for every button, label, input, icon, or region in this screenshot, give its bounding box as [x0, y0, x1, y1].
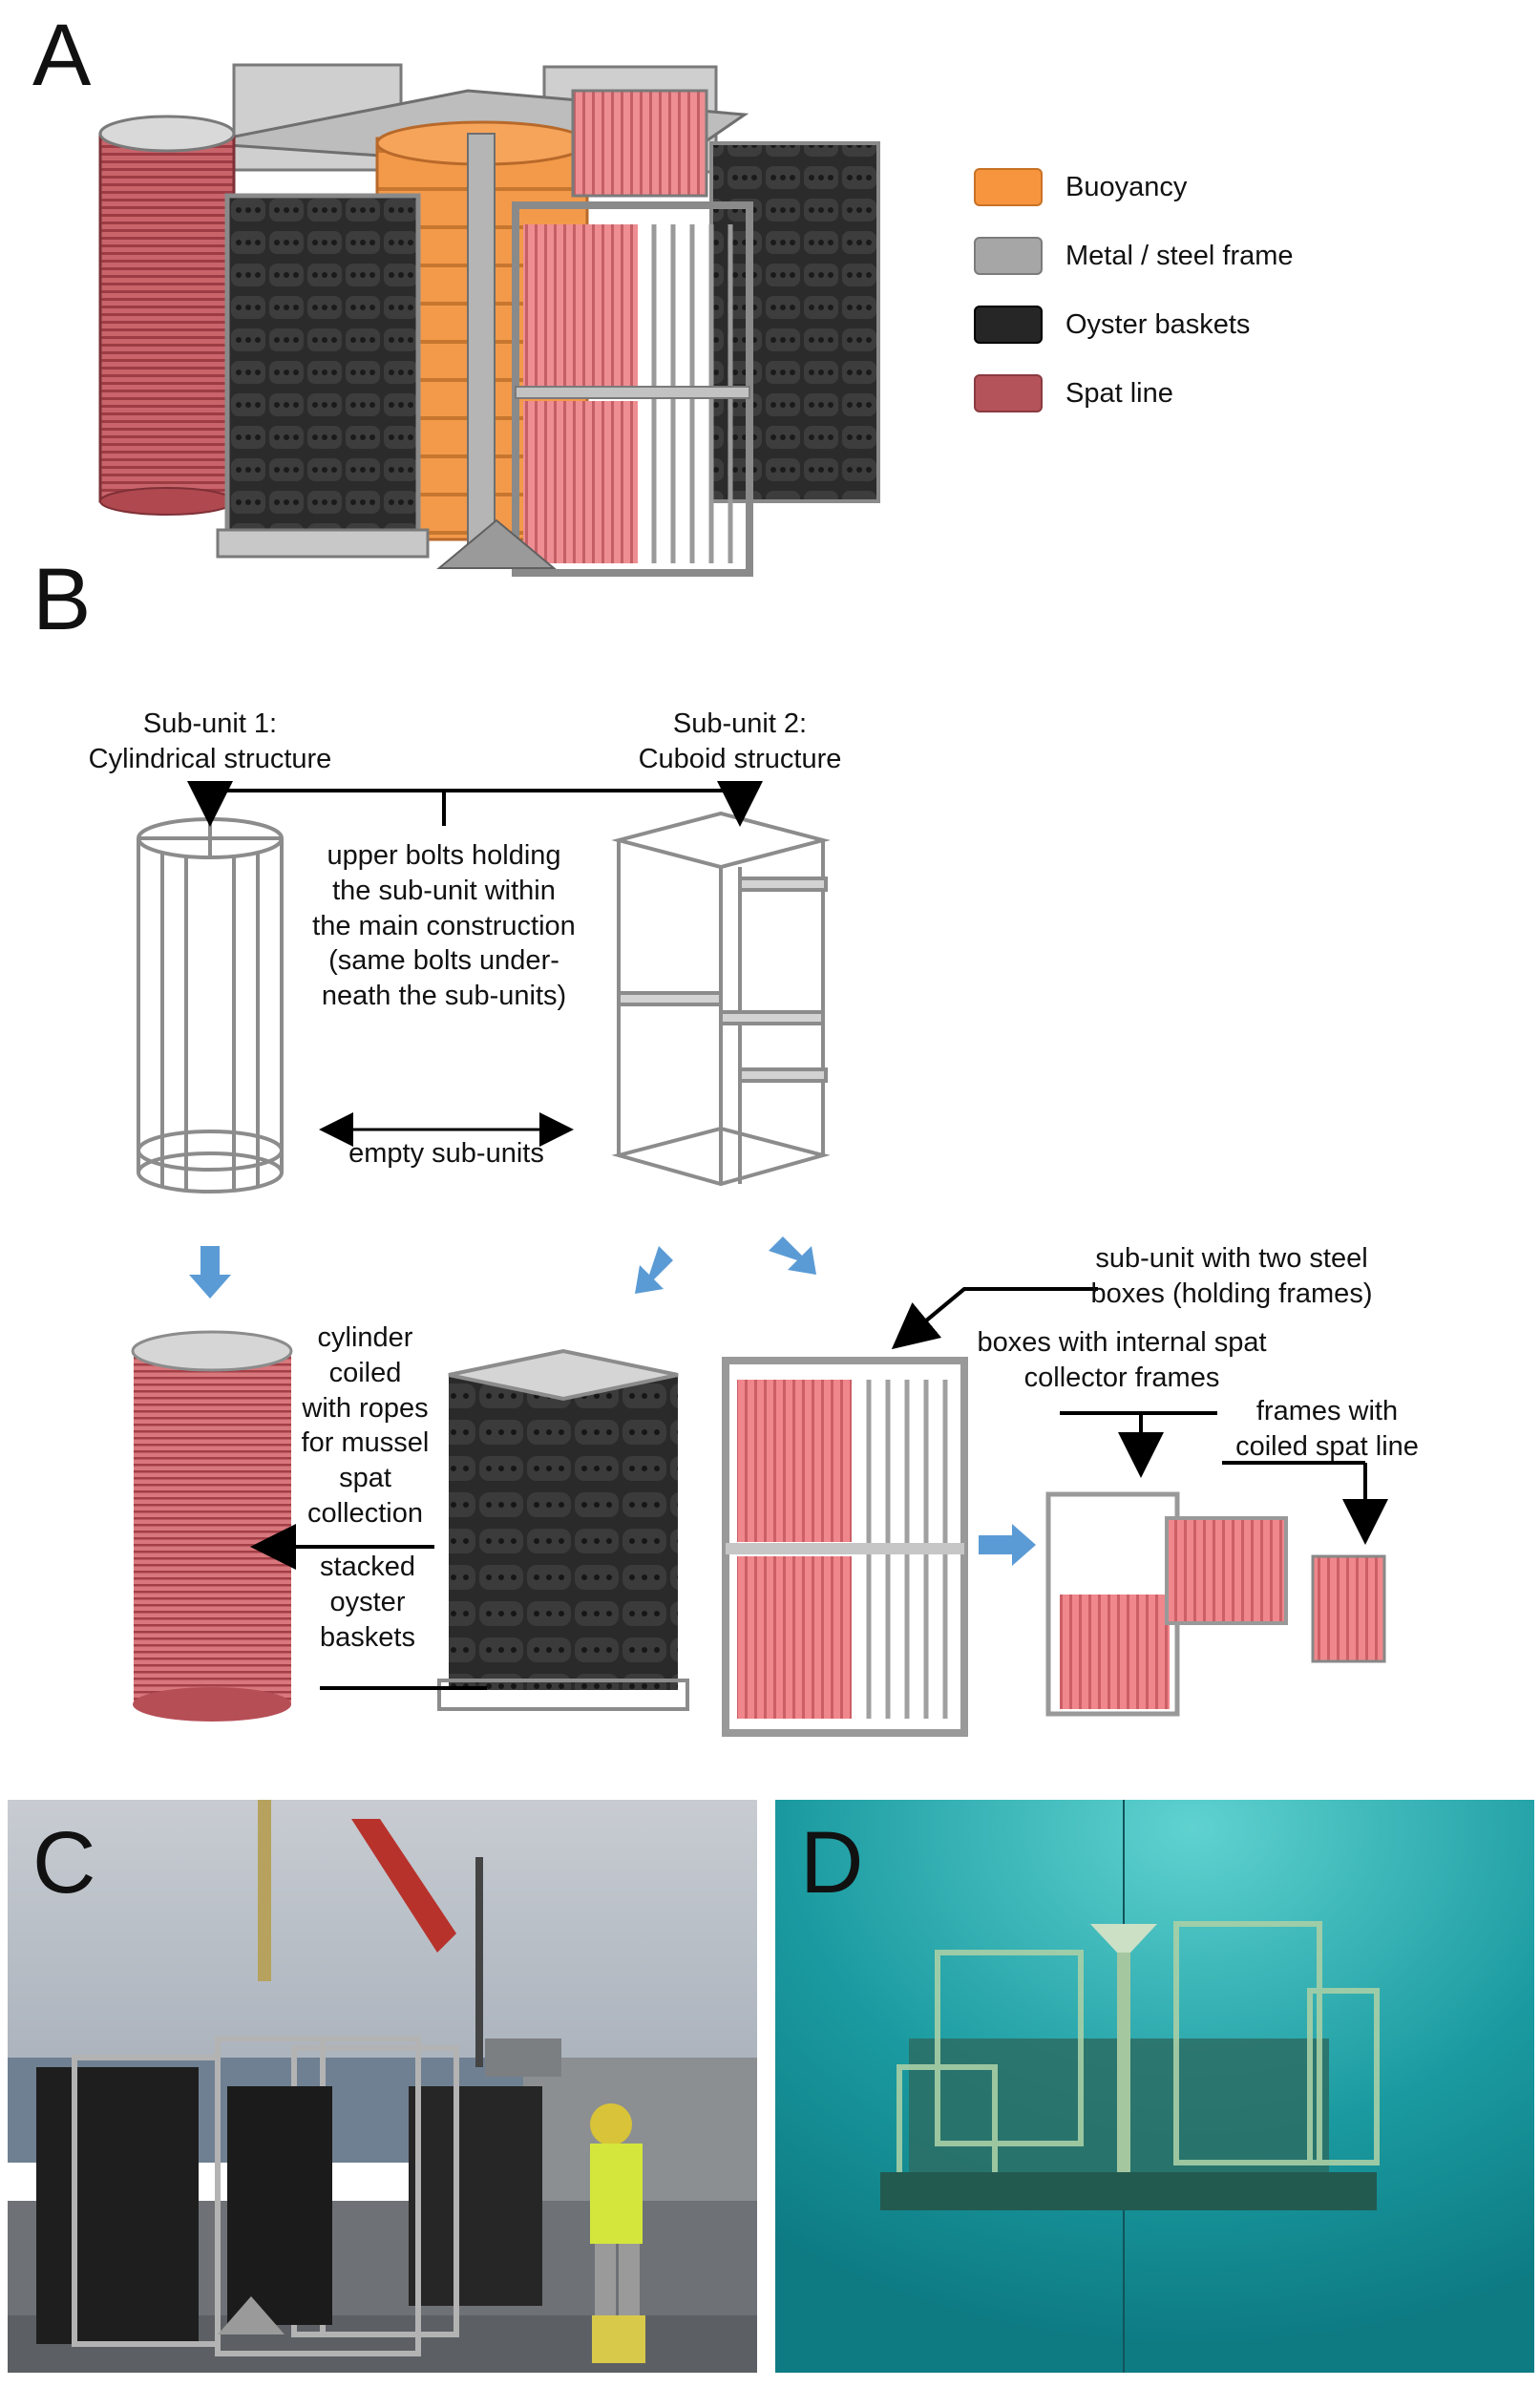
exploded-boxes [1045, 1491, 1386, 1717]
legend: Buoyancy Metal / steel frame Oyster bask… [974, 153, 1294, 428]
label-subunit-1: Sub-unit 1: Cylindrical structure [88, 708, 332, 774]
label-stacked-baskets: stacked oyster baskets [320, 1552, 415, 1653]
empty-cylinder [137, 817, 284, 1194]
legend-label: Spat line [1065, 377, 1173, 409]
legend-swatch [974, 237, 1043, 275]
legend-item-steel-frame: Metal / steel frame [974, 222, 1294, 290]
legend-item-buoyancy: Buoyancy [974, 153, 1294, 222]
label-steel-boxes: sub-unit with two steel boxes (holding f… [1090, 1243, 1373, 1309]
label-cylinder-ropes: cylinder coiled with ropes for mussel sp… [301, 1322, 430, 1530]
panel-label-a: A [32, 7, 92, 104]
legend-item-oyster-baskets: Oyster baskets [974, 290, 1294, 359]
basket-cuboid [437, 1348, 689, 1711]
empty-cuboid [611, 811, 831, 1187]
panel-label-d: D [800, 1814, 864, 1912]
legend-swatch [974, 306, 1043, 344]
label-coiled-frames: frames with coiled spat line [1235, 1396, 1419, 1462]
spat-box-cuboid [722, 1357, 968, 1737]
legend-swatch [974, 374, 1043, 412]
photo-c-deck [8, 1800, 757, 2373]
legend-label: Buoyancy [1065, 171, 1188, 202]
legend-swatch [974, 168, 1043, 206]
panel-b-diagram [131, 781, 1388, 1737]
coiled-cylinder [131, 1330, 293, 1722]
label-internal-frames: boxes with internal spat collector frame… [977, 1327, 1267, 1393]
panel-label-c: C [32, 1814, 96, 1912]
label-upper-bolts: upper bolts holding the sub-unit within … [312, 840, 576, 1012]
legend-label: Oyster baskets [1065, 308, 1251, 340]
panel-a-illustration [98, 63, 880, 577]
photo-d-underwater [775, 1800, 1534, 2373]
panel-label-b: B [32, 551, 92, 648]
legend-label: Metal / steel frame [1065, 240, 1294, 271]
label-subunit-2: Sub-unit 2: Cuboid structure [638, 708, 842, 774]
label-empty-subunits: empty sub-units [348, 1138, 544, 1169]
legend-item-spat-line: Spat line [974, 359, 1294, 428]
